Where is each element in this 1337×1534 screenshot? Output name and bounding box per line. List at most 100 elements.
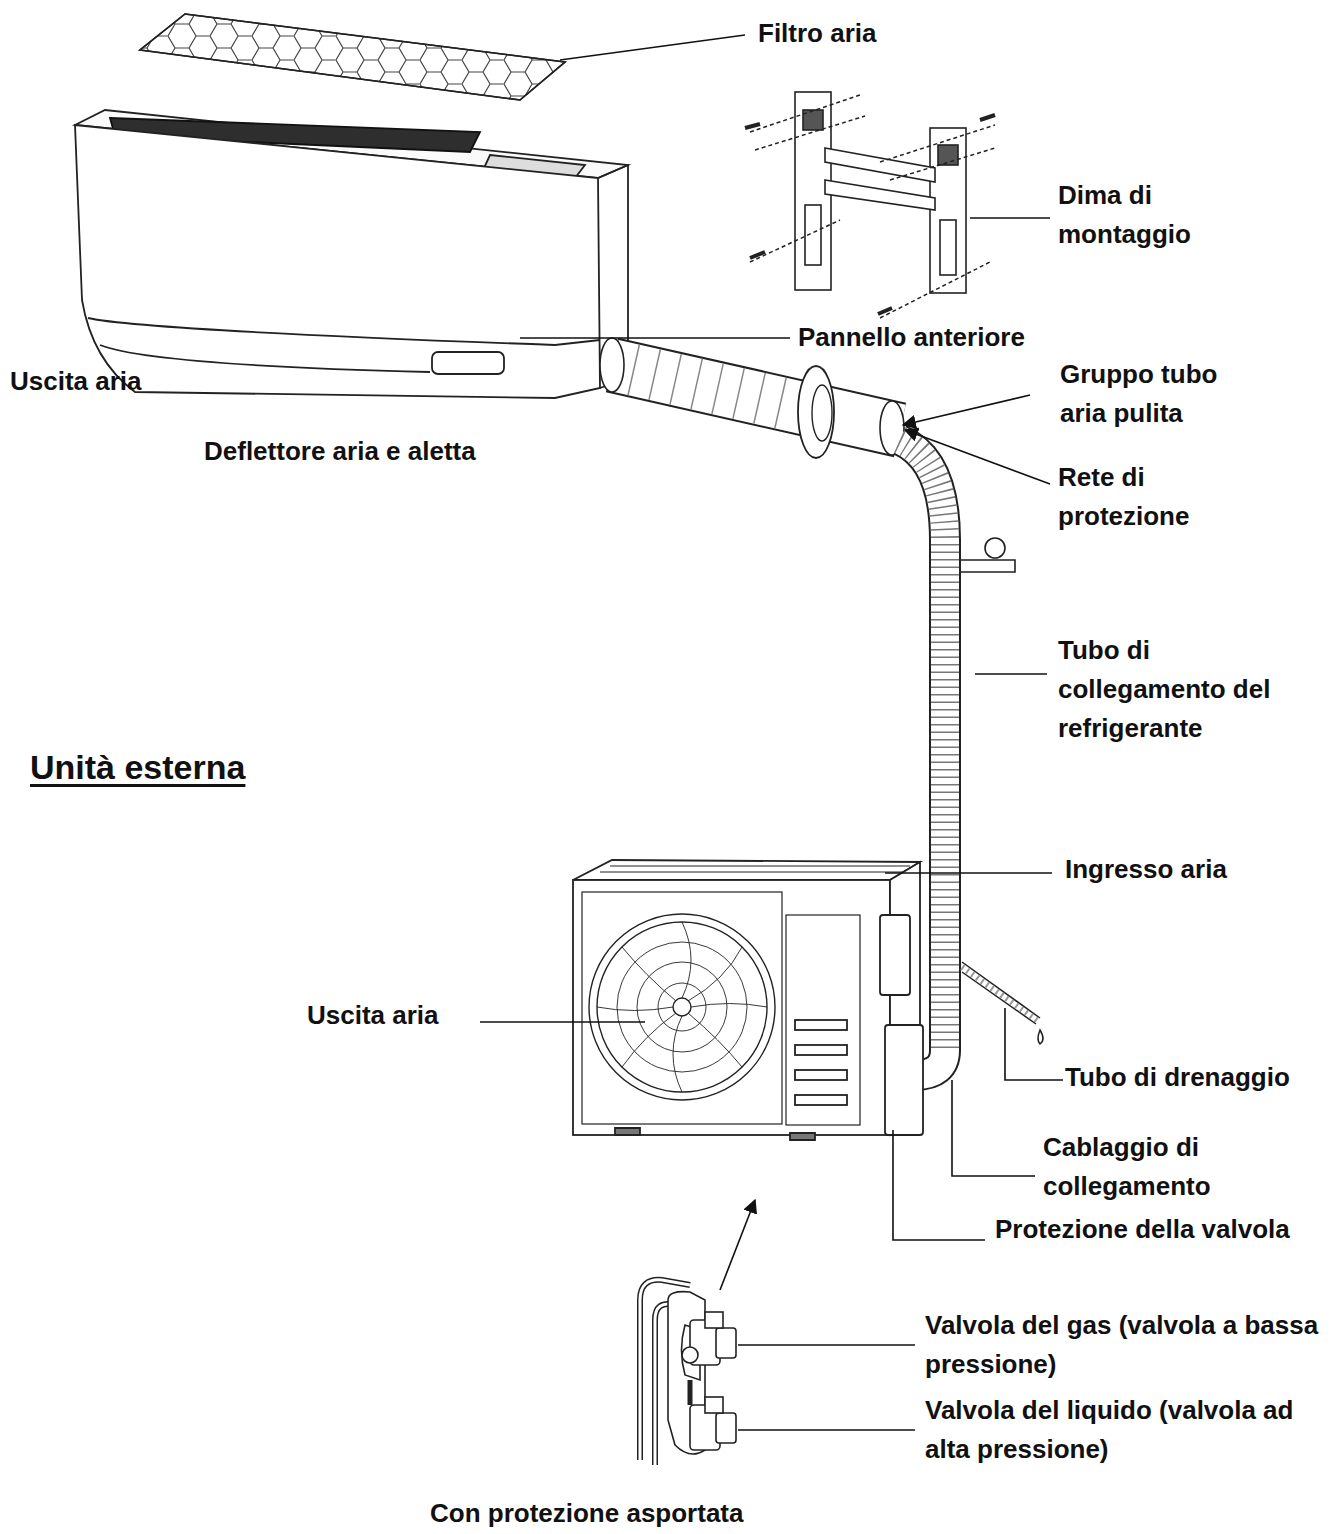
indoor-unit <box>88 318 600 345</box>
leader-lines <box>905 430 1050 484</box>
outdoor-unit <box>615 1128 640 1135</box>
outdoor-unit <box>885 1025 923 1135</box>
leader-lines <box>520 337 790 339</box>
mounting-bracket <box>940 220 956 275</box>
outdoor-unit <box>573 880 890 1135</box>
inset-caption: Con protezione asportata <box>430 1494 830 1533</box>
bracket-screws <box>880 262 990 318</box>
leader-lines <box>1005 1008 1063 1080</box>
bracket-screws <box>980 115 995 120</box>
outdoor-unit <box>790 1133 815 1140</box>
part-label: Rete di protezione <box>1058 458 1238 536</box>
clean-air-tube <box>600 338 904 458</box>
part-label: Valvola del liquido (valvola ad alta pre… <box>925 1391 1325 1469</box>
outdoor-unit <box>573 860 920 880</box>
clean-air-tube <box>600 338 624 392</box>
part-label: Tubo di collegamento del refrigerante <box>1058 631 1320 748</box>
part-label: Ingresso aria <box>1065 850 1305 889</box>
part-label: Filtro aria <box>758 14 978 53</box>
part-label: Dima di montaggio <box>1058 176 1238 254</box>
part-label: Valvola del gas (valvola a bassa pressio… <box>925 1306 1325 1384</box>
part-label: Protezione della valvola <box>995 1210 1335 1249</box>
leader-lines <box>903 395 1030 425</box>
refrigerant-hose <box>985 538 1005 558</box>
bracket-screws <box>880 125 995 162</box>
leader-lines <box>970 217 1050 219</box>
bracket-screws <box>750 252 765 258</box>
bracket-screws <box>755 116 865 150</box>
leader-lines <box>885 872 1052 874</box>
air-filter <box>140 14 565 100</box>
leader-lines <box>975 673 1047 675</box>
bracket-screws <box>750 220 840 262</box>
outdoor-unit <box>786 915 860 1125</box>
clean-air-tube <box>612 365 900 430</box>
leader-lines <box>720 1200 755 1290</box>
indoor-unit <box>432 352 504 374</box>
clean-air-tube <box>612 365 900 430</box>
outdoor-unit <box>610 866 910 867</box>
indoor-unit <box>75 125 600 398</box>
valve-inset <box>705 1397 723 1413</box>
drain-hose <box>962 972 1036 1024</box>
outdoor-unit <box>795 1070 847 1080</box>
bracket-screws <box>745 124 760 128</box>
drain-hose <box>962 962 1043 1044</box>
outdoor-unit <box>573 860 923 1140</box>
valve-inset <box>682 1347 698 1363</box>
refrigerant-hose <box>960 560 1015 572</box>
mounting-bracket <box>825 180 935 210</box>
outdoor-fan <box>589 914 775 1100</box>
part-label: Gruppo tubo aria pulita <box>1060 355 1265 433</box>
air-filter <box>140 14 565 100</box>
bracket-screws <box>878 308 892 314</box>
drain-hose <box>1038 1030 1043 1044</box>
mounting-bracket <box>938 145 958 165</box>
leader-lines <box>738 1344 915 1346</box>
valve-inset <box>640 1280 736 1465</box>
leader-lines <box>952 1080 1035 1176</box>
indoor-unit <box>75 110 628 398</box>
part-label: Deflettore aria e aletta <box>204 432 584 471</box>
part-label: Uscita aria <box>10 362 210 401</box>
outdoor-unit <box>795 1095 847 1105</box>
drain-hose <box>962 962 1040 1018</box>
outdoor-fan <box>597 922 767 1092</box>
outdoor-fan <box>597 922 767 1092</box>
clean-air-tube <box>612 365 790 405</box>
outdoor-fan <box>589 914 775 1100</box>
part-label: Pannello anteriore <box>798 318 1118 357</box>
outdoor-unit <box>880 915 910 995</box>
clean-air-tube <box>798 366 834 458</box>
outdoor-unit <box>582 892 782 1124</box>
leader-lines <box>738 1429 915 1431</box>
mounting-bracket <box>825 148 935 182</box>
outdoor-unit <box>600 872 905 873</box>
part-label: Uscita aria <box>307 996 507 1035</box>
clean-air-tube <box>812 385 832 441</box>
valve-inset <box>705 1312 723 1328</box>
outdoor-fan <box>658 983 706 1031</box>
outdoor-fan <box>637 962 727 1052</box>
leader-lines <box>893 1130 985 1240</box>
part-label: Cablaggio di collegamento <box>1043 1128 1258 1206</box>
bracket-screws <box>745 95 995 318</box>
mounting-bracket <box>795 92 966 293</box>
outdoor-unit <box>795 1020 847 1030</box>
outdoor-unit <box>795 1045 847 1055</box>
leader-lines <box>480 1021 645 1023</box>
valve-inset <box>688 1380 693 1405</box>
valve-inset <box>716 1328 736 1358</box>
section-heading: Unità esterna <box>30 742 330 793</box>
bracket-screws <box>890 148 995 180</box>
leader-lines <box>560 35 745 60</box>
drain-hose <box>962 967 1038 1021</box>
indoor-unit <box>100 345 430 372</box>
leader-lines <box>480 35 1063 1430</box>
outdoor-fan <box>617 942 747 1072</box>
valve-inset <box>716 1413 736 1443</box>
part-label: Tubo di drenaggio <box>1065 1058 1335 1097</box>
bracket-screws <box>750 95 860 132</box>
air-filter <box>140 14 565 100</box>
